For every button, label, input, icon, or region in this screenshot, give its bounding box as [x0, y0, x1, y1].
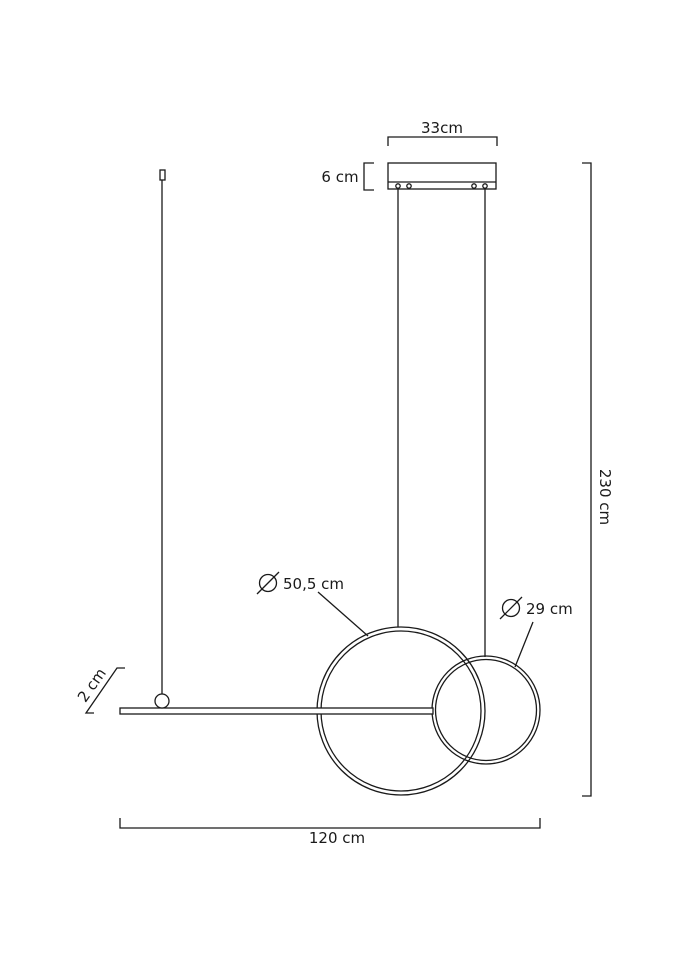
dim-6cm-label: 6 cm [321, 168, 358, 186]
horizontal-bar [119, 707, 434, 715]
leader-large-ring [317, 591, 369, 637]
dim-6cm-bracket [363, 162, 374, 191]
dim-33cm-label: 33cm [421, 119, 463, 137]
dim-230cm-label: 230 cm [596, 469, 614, 525]
bar-ball-joint [154, 693, 170, 709]
small-ring [431, 655, 541, 765]
dim-33cm-bracket [387, 136, 498, 146]
large-ring-diameter-label: 50,5 cm [283, 575, 344, 593]
diameter-icon [256, 571, 280, 595]
leader-small-ring [514, 621, 534, 668]
diameter-icon [499, 596, 523, 620]
canopy [387, 162, 497, 190]
dim-120cm-line [119, 818, 541, 829]
small-ring-diameter-label: 29 cm [526, 600, 573, 618]
dim-2cm-bracket [84, 667, 125, 714]
dim-120cm-label: 120 cm [309, 829, 365, 847]
cable-clamp [159, 169, 166, 181]
dim-230cm-line [582, 162, 592, 797]
